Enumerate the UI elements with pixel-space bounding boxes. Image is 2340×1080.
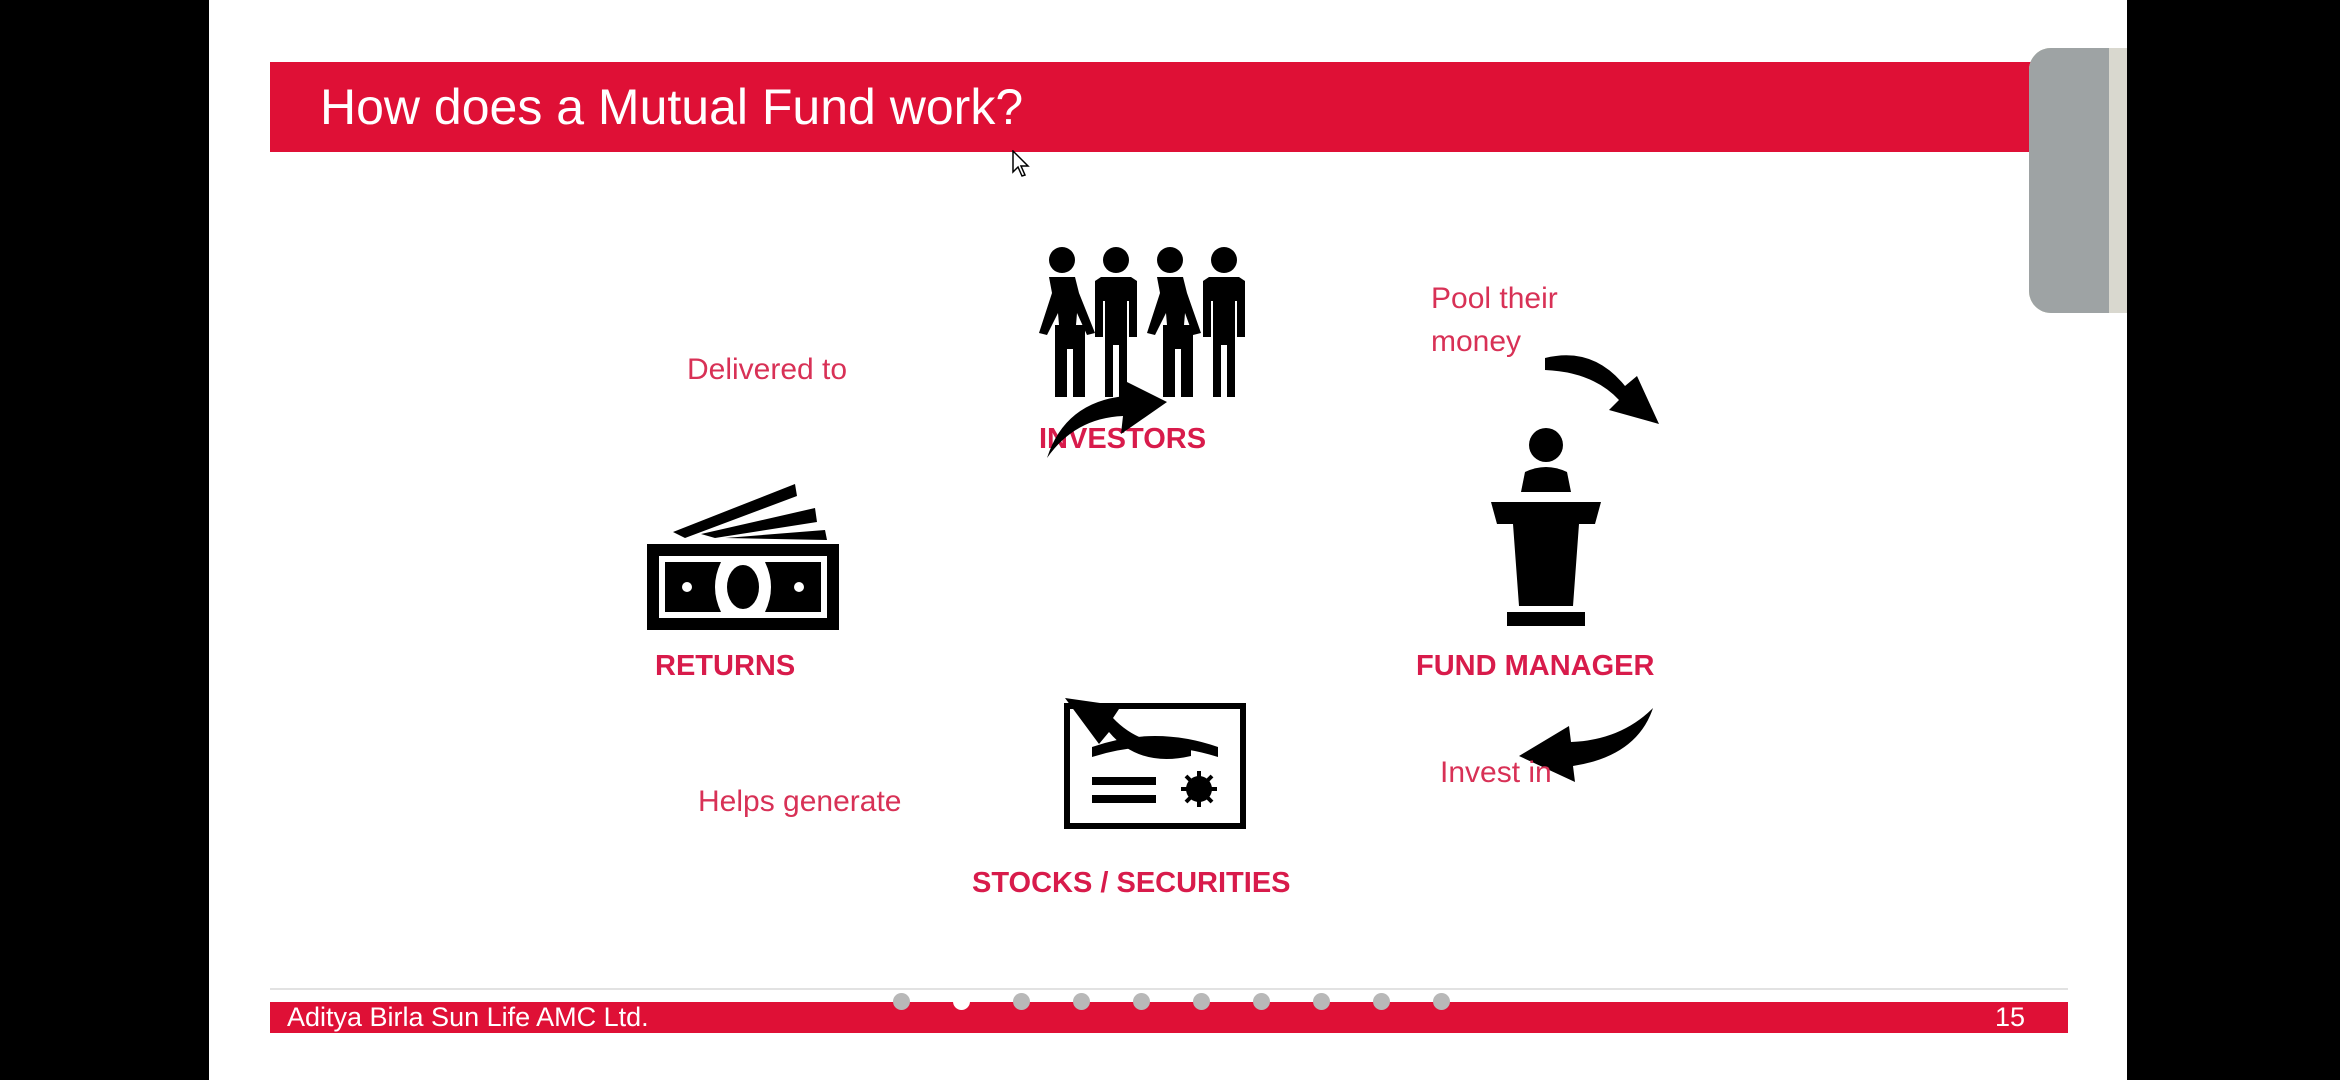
slide-dot-7[interactable] (1253, 993, 1270, 1010)
mouse-pointer-icon (1012, 150, 1030, 177)
invest-in-label: Invest in (1440, 756, 1552, 789)
title-bar: How does a Mutual Fund work? (270, 62, 2065, 152)
presentation-slide: How does a Mutual Fund work? INVESTORS (209, 0, 2127, 1080)
curved-arrow-icon (1545, 355, 1659, 424)
fund-manager-label: FUND MANAGER (1416, 650, 1655, 682)
footer-bar: Aditya Birla Sun Life AMC Ltd. 15 (270, 1002, 2068, 1033)
mutual-fund-cycle-diagram: INVESTORS FUND MANAGER ST (209, 0, 2127, 1080)
curved-arrow-icon (1519, 708, 1653, 782)
pool-money-label-line1: Pool their (1431, 282, 1558, 315)
slide-dot-8[interactable] (1313, 993, 1330, 1010)
pool-money-label-line2: money (1431, 325, 1522, 358)
slide-dot-10[interactable] (1433, 993, 1450, 1010)
slide-dot-2[interactable] (953, 993, 970, 1010)
podium-speaker-icon (1491, 428, 1601, 626)
people-group-icon (1039, 247, 1245, 397)
presenter-video-frame (2029, 48, 2127, 313)
returns-label: RETURNS (655, 650, 796, 682)
slide-dot-5[interactable] (1133, 993, 1150, 1010)
helps-generate-label: Helps generate (698, 785, 902, 818)
slide-title: How does a Mutual Fund work? (320, 79, 1024, 135)
curved-arrow-icon (1065, 698, 1191, 759)
company-name: Aditya Birla Sun Life AMC Ltd. (287, 1002, 649, 1032)
slide-dot-4[interactable] (1073, 993, 1090, 1010)
delivered-to-label: Delivered to (687, 353, 848, 386)
curved-arrow-icon (1047, 380, 1167, 458)
slide-dot-6[interactable] (1193, 993, 1210, 1010)
page-number: 15 (1994, 1002, 2025, 1032)
slide-dot-1[interactable] (893, 993, 910, 1010)
slide-dot-9[interactable] (1373, 993, 1390, 1010)
money-stack-icon (647, 484, 839, 630)
stocks-securities-label: STOCKS / SECURITIES (972, 867, 1291, 899)
webcam-video-overlay[interactable] (2029, 48, 2127, 313)
slide-dot-3[interactable] (1013, 993, 1030, 1010)
footer-divider (270, 988, 2068, 990)
